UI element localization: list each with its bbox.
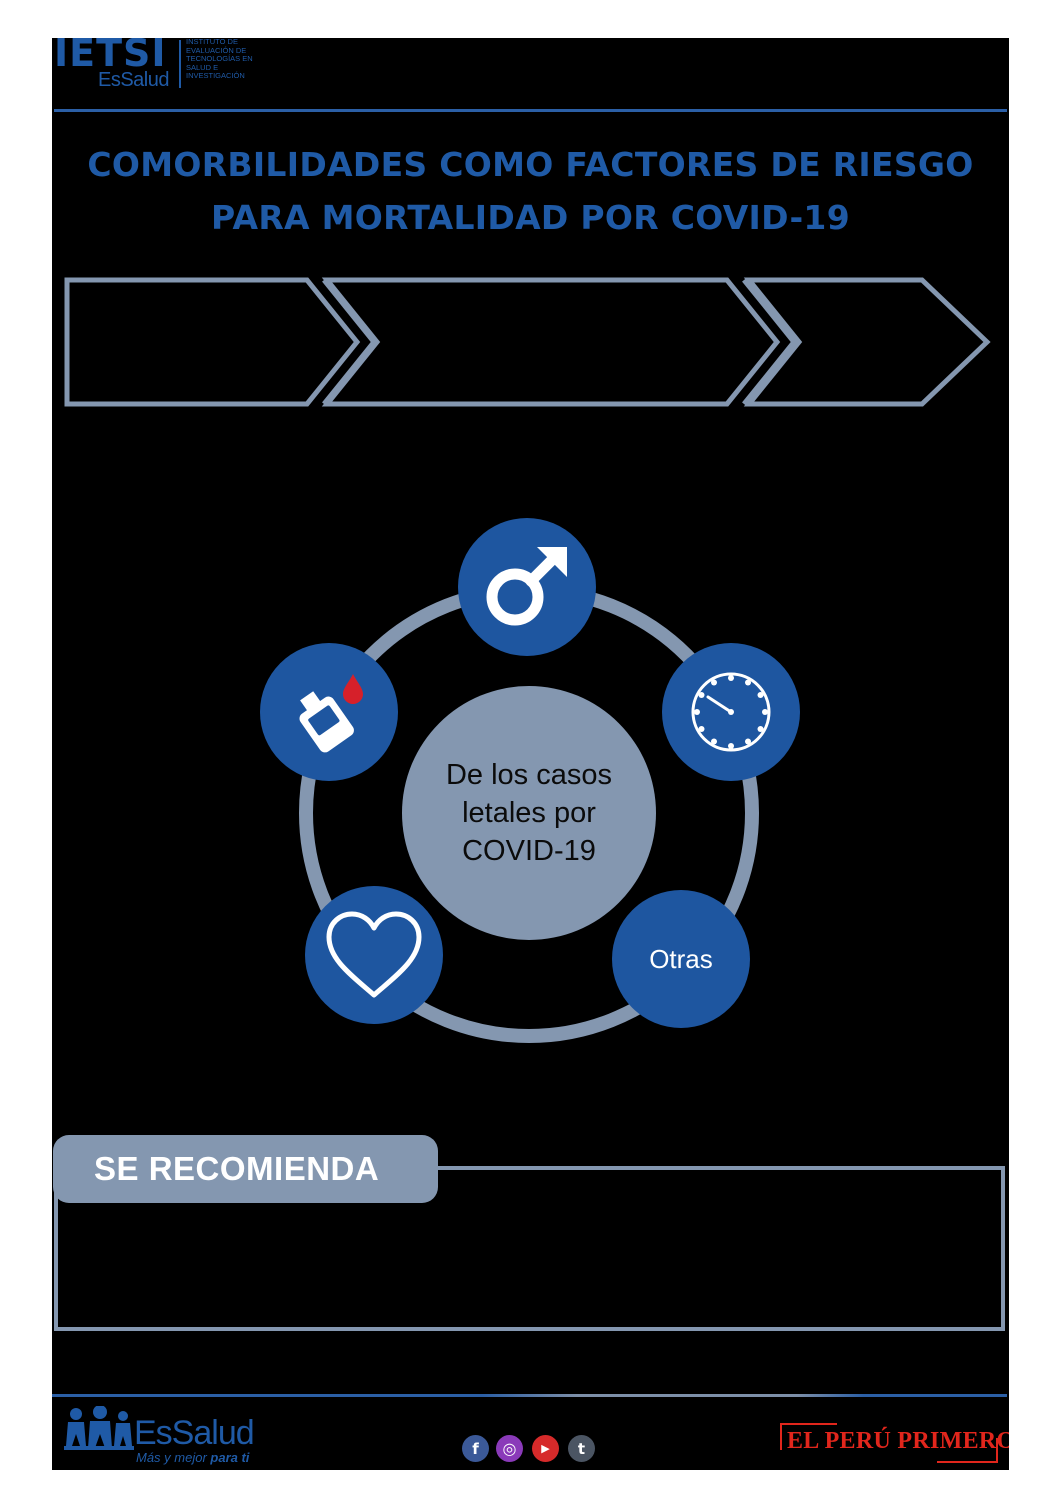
social-links: f ◎ ▶ t <box>462 1435 602 1465</box>
node-male <box>458 518 596 656</box>
essalud-tagline: Más y mejor para ti <box>136 1450 249 1465</box>
ietsi-logo: IETSI EsSalud INSTITUTO DE EVALUACIÓN DE… <box>52 38 292 96</box>
recommendation-box <box>54 1166 1005 1331</box>
tagline-plain: Más y mejor <box>136 1450 211 1465</box>
logo-divider <box>179 40 181 88</box>
glucometer-icon <box>299 674 363 753</box>
peru-logo-text: EL PERÚ PRIMERO <box>787 1428 1009 1454</box>
chevron-step-1 <box>64 277 361 407</box>
title-line-1: COMORBILIDADES COMO FACTORES DE RIESGO <box>87 145 974 184</box>
center-text-line: letales por <box>462 797 596 829</box>
peru-logo-frame <box>780 1423 998 1463</box>
comorbidity-cycle: De los casos letales por COVID-19 <box>52 508 1009 1068</box>
ietsi-logo-sub: EsSalud <box>98 69 170 91</box>
otras-label: Otras <box>649 943 713 974</box>
ietsi-logo-main: IETSI <box>54 38 167 75</box>
recommendation-title: SE RECOMIENDA <box>94 1150 380 1187</box>
node-heart <box>305 886 443 1024</box>
essalud-logo: EsSalud Más y mejor para ti <box>64 1404 284 1470</box>
node-clock <box>662 643 800 781</box>
youtube-icon[interactable]: ▶ <box>532 1435 559 1462</box>
ietsi-desc-line: SALUD E <box>186 62 219 72</box>
ietsi-desc-line: TECNOLOGÍAS EN <box>186 54 253 64</box>
clock-gauge-icon <box>691 672 771 752</box>
family-icon <box>64 1406 134 1450</box>
tagline-bold: para ti <box>210 1450 250 1465</box>
instagram-icon[interactable]: ◎ <box>496 1435 523 1462</box>
center-text-line: De los casos <box>445 759 612 791</box>
ietsi-desc-line: INVESTIGACIÓN <box>186 71 245 81</box>
ietsi-desc-line: EVALUACIÓN DE <box>186 45 247 55</box>
node-glucometer <box>260 643 398 781</box>
chevron-step-3 <box>743 277 991 407</box>
el-peru-primero-logo: EL PERÚ PRIMERO <box>777 1420 1009 1466</box>
center-text-line: COVID-19 <box>462 835 596 867</box>
ietsi-logo-description: INSTITUTO DE EVALUACIÓN DE TECNOLOGÍAS E… <box>186 38 276 81</box>
infographic-page: IETSI EsSalud INSTITUTO DE EVALUACIÓN DE… <box>52 38 1009 1470</box>
male-symbol-icon <box>486 547 567 626</box>
chevron-step-2 <box>321 277 781 407</box>
chevron-step-1-shadow <box>322 278 378 406</box>
node-otras: Otras <box>612 890 750 1028</box>
heart-icon <box>326 911 422 998</box>
page-title: COMORBILIDADES COMO FACTORES DE RIESGO P… <box>52 138 1009 244</box>
center-circle: De los casos letales por COVID-19 <box>402 686 656 940</box>
process-chevrons <box>64 277 991 407</box>
recommendation-tab: SE RECOMIENDA <box>53 1135 438 1203</box>
footer-rule <box>52 1394 1007 1397</box>
facebook-icon[interactable]: f <box>462 1435 489 1462</box>
header-rule <box>54 109 1007 112</box>
twitter-icon[interactable]: t <box>568 1435 595 1462</box>
chevron-step-2-shadow <box>742 278 798 406</box>
essalud-wordmark: EsSalud <box>134 1414 255 1452</box>
title-line-2: PARA MORTALIDAD POR COVID-19 <box>211 198 850 237</box>
ietsi-desc-line: INSTITUTO DE <box>186 38 238 46</box>
